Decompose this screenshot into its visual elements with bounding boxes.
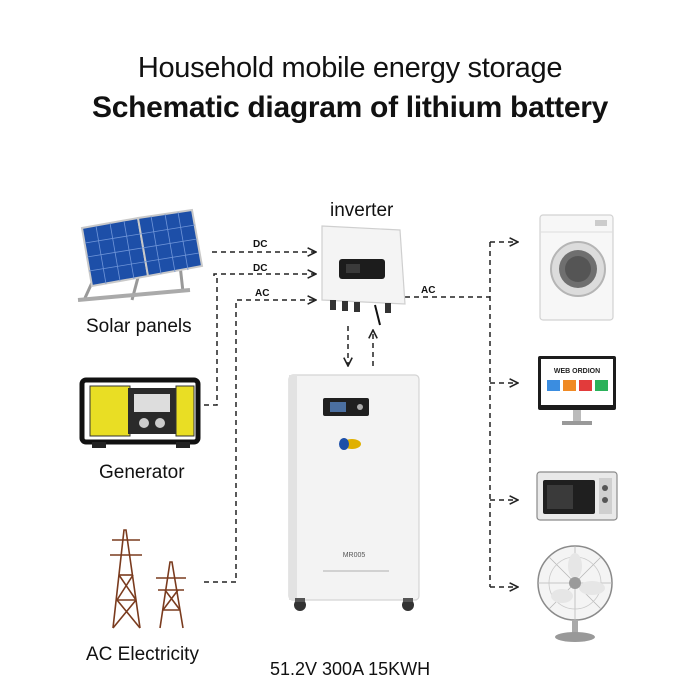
washing-machine-illustration [539,214,614,321]
title-line1: Household mobile energy storage [137,52,563,84]
generator-illustration [79,377,201,448]
generator-label: Generator [99,462,185,483]
wire-generator [204,276,218,406]
battery-cabinet-illustration [288,374,420,611]
inverter-label: inverter [330,200,394,221]
microwave-illustration [536,471,618,521]
wire-ac-electricity [204,300,316,583]
title-line2: Schematic diagram of lithium battery [92,91,608,124]
transmission-towers-illustration [110,529,186,629]
wire-label-dc2: DC [253,263,268,274]
inverter-illustration [321,225,406,326]
monitor-illustration [538,356,616,425]
fan-illustration [537,545,613,642]
wire-label-ac-in: AC [255,288,270,299]
battery-model-label: MR005 [343,552,366,559]
solar-panels-illustration [77,208,204,302]
ac-electricity-label: AC Electricity [86,644,199,665]
battery-spec-label: 51.2V 300A 15KWH [270,659,431,679]
solar-panels-label: Solar panels [86,316,192,337]
wire-label-dc1: DC [253,239,268,250]
monitor-screen-text: WEB ORDION [554,368,600,375]
wire-label-ac-out: AC [421,285,436,296]
connection-lines [204,242,518,587]
wire-solar-dc2 [213,274,316,276]
